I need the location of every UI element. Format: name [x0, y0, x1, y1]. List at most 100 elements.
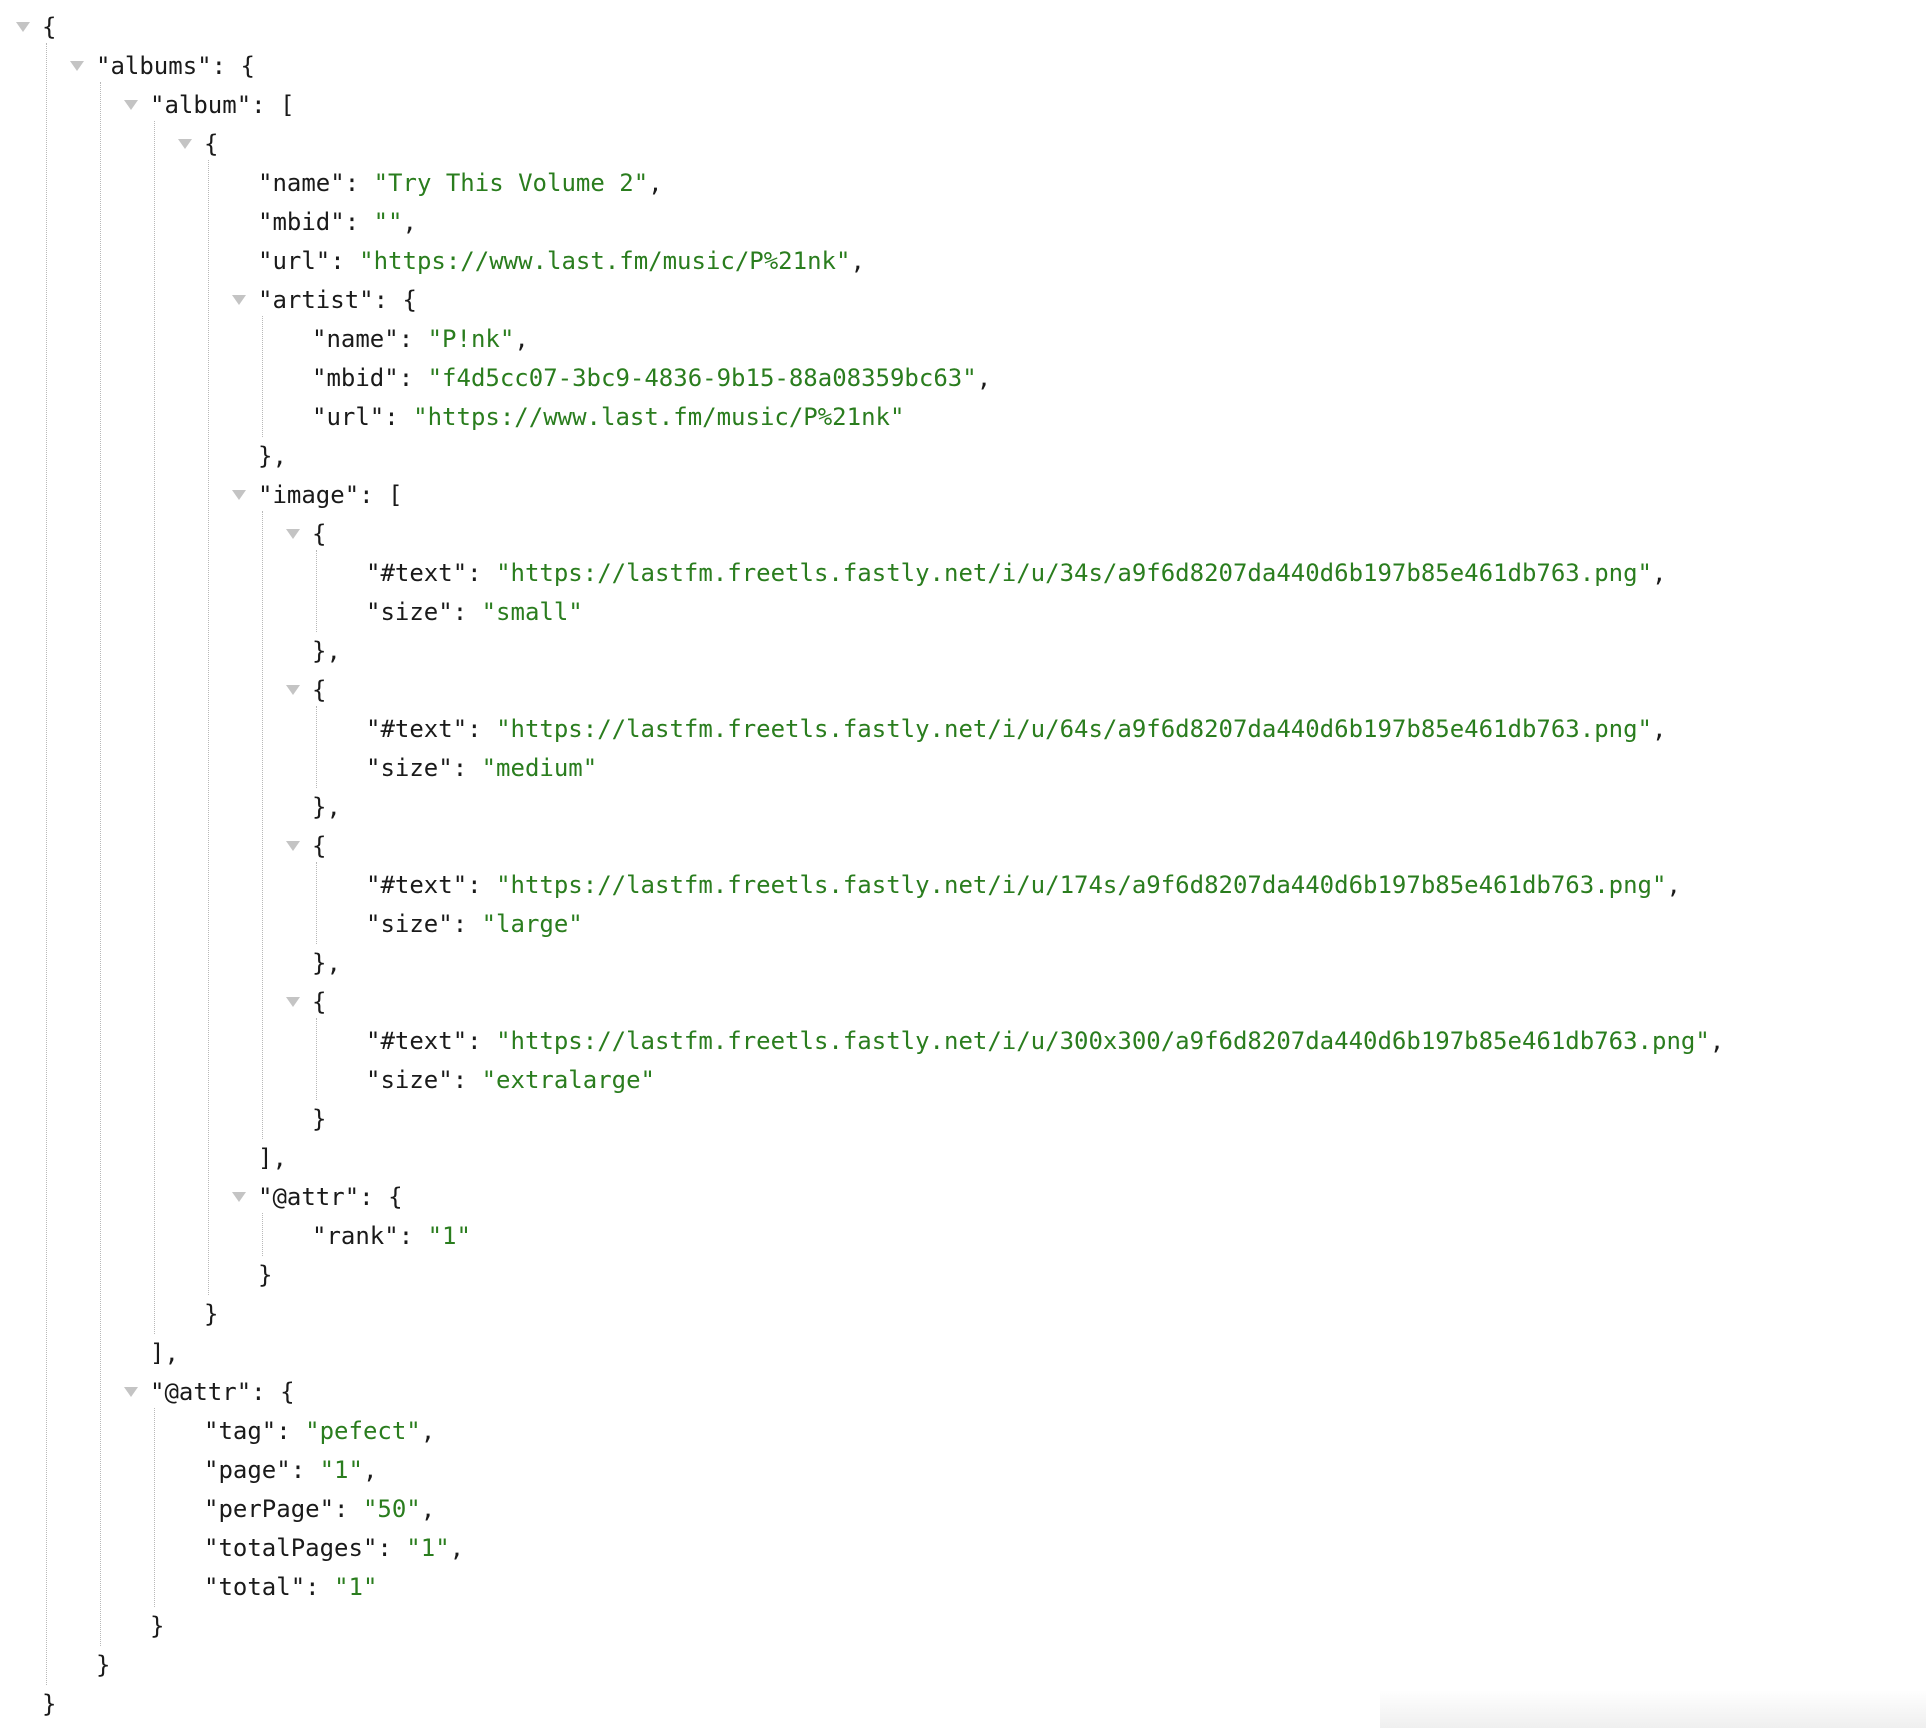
- json-separator: :: [377, 1534, 407, 1562]
- json-separator: :: [398, 364, 428, 392]
- json-separator: :: [452, 754, 482, 782]
- indent-guide: [46, 43, 47, 1685]
- collapse-toggle-icon[interactable]: [232, 295, 246, 305]
- json-line: "mbid": "f4d5cc07-3bc9-4836-9b15-88a0835…: [312, 359, 991, 398]
- json-separator: :: [359, 1183, 389, 1211]
- indent-guide: [316, 706, 317, 788]
- json-string-value: "pefect": [305, 1417, 421, 1445]
- json-punctuation: [: [388, 481, 403, 509]
- json-string-value: "50": [362, 1495, 421, 1523]
- json-line: "url": "https://www.last.fm/music/P%21nk…: [258, 242, 865, 281]
- json-key: "name": [312, 325, 399, 353]
- json-separator: :: [373, 286, 403, 314]
- json-line: {: [286, 515, 326, 554]
- json-string-value: "f4d5cc07-3bc9-4836-9b15-88a08359bc63": [427, 364, 977, 392]
- json-line: "size": "extralarge": [366, 1061, 655, 1100]
- json-punctuation: {: [402, 286, 417, 314]
- json-separator: :: [305, 1573, 335, 1601]
- json-line: "url": "https://www.last.fm/music/P%21nk…: [312, 398, 904, 437]
- json-punctuation: {: [388, 1183, 403, 1211]
- json-separator: :: [251, 1378, 281, 1406]
- json-separator: :: [398, 1222, 428, 1250]
- collapse-toggle-icon[interactable]: [124, 1387, 138, 1397]
- collapse-toggle-icon[interactable]: [286, 529, 300, 539]
- json-line: }: [42, 1685, 56, 1724]
- json-key: "url": [312, 403, 385, 431]
- json-line: "totalPages": "1",: [204, 1529, 464, 1568]
- json-line: "artist": {: [232, 281, 417, 320]
- indent-guide: [154, 1408, 155, 1607]
- indent-guide: [262, 511, 263, 1139]
- json-string-value: "1": [334, 1573, 378, 1601]
- collapse-toggle-icon[interactable]: [286, 841, 300, 851]
- collapse-toggle-icon[interactable]: [124, 100, 138, 110]
- json-line: },: [312, 632, 341, 671]
- json-punctuation: ,: [850, 247, 865, 275]
- json-line: "mbid": "",: [258, 203, 417, 242]
- json-line: {: [286, 671, 327, 710]
- indent-guide: [316, 862, 317, 944]
- json-string-value: "https://lastfm.freetls.fastly.net/i/u/3…: [496, 1027, 1710, 1055]
- json-key: "album": [150, 91, 252, 119]
- collapse-toggle-icon[interactable]: [286, 685, 300, 695]
- json-separator: :: [452, 598, 482, 626]
- json-key: "mbid": [312, 364, 399, 392]
- json-key: "tag": [204, 1417, 277, 1445]
- json-punctuation: ,: [1652, 559, 1667, 587]
- json-string-value: "https://lastfm.freetls.fastly.net/i/u/1…: [496, 871, 1667, 899]
- json-punctuation: }: [150, 1612, 165, 1640]
- json-string-value: "small": [481, 598, 583, 626]
- json-punctuation: },: [258, 442, 287, 470]
- json-key: "#text": [366, 1027, 468, 1055]
- json-line: ],: [258, 1139, 287, 1178]
- json-string-value: "https://lastfm.freetls.fastly.net/i/u/3…: [496, 559, 1652, 587]
- bottom-shade: [1380, 1690, 1926, 1728]
- collapse-toggle-icon[interactable]: [178, 139, 192, 149]
- json-line: }: [96, 1646, 110, 1685]
- json-key: "perPage": [204, 1495, 335, 1523]
- json-key: "size": [366, 754, 453, 782]
- json-line: "size": "small": [366, 593, 583, 632]
- collapse-toggle-icon[interactable]: [232, 490, 246, 500]
- json-line: },: [312, 788, 341, 827]
- json-line: "size": "medium": [366, 749, 597, 788]
- json-key: "totalPages": [204, 1534, 378, 1562]
- json-string-value: "medium": [481, 754, 598, 782]
- json-string-value: "https://lastfm.freetls.fastly.net/i/u/6…: [496, 715, 1652, 743]
- json-key: "albums": [96, 52, 212, 80]
- json-key: "rank": [312, 1222, 399, 1250]
- collapse-toggle-icon[interactable]: [70, 61, 84, 71]
- json-line: "#text": "https://lastfm.freetls.fastly.…: [366, 866, 1681, 905]
- json-punctuation: }: [96, 1651, 111, 1679]
- json-separator: :: [467, 559, 497, 587]
- json-separator: :: [251, 91, 281, 119]
- json-key: "artist": [258, 286, 374, 314]
- json-separator: :: [467, 1027, 497, 1055]
- json-line: "#text": "https://lastfm.freetls.fastly.…: [366, 710, 1666, 749]
- json-string-value: "P!nk": [427, 325, 515, 353]
- json-line: "tag": "pefect",: [204, 1412, 435, 1451]
- json-line: "rank": "1": [312, 1217, 471, 1256]
- json-separator: :: [290, 1456, 320, 1484]
- indent-guide: [262, 1213, 263, 1256]
- collapse-toggle-icon[interactable]: [16, 22, 30, 32]
- json-line: "@attr": {: [232, 1178, 403, 1217]
- json-punctuation: ,: [1709, 1027, 1725, 1055]
- collapse-toggle-icon[interactable]: [232, 1192, 246, 1202]
- json-separator: :: [359, 481, 389, 509]
- json-separator: :: [276, 1417, 306, 1445]
- json-punctuation: },: [312, 949, 341, 977]
- json-line: {: [286, 983, 326, 1022]
- json-line: "#text": "https://lastfm.freetls.fastly.…: [366, 1022, 1724, 1061]
- json-punctuation: {: [280, 1378, 295, 1406]
- json-punctuation: {: [312, 676, 327, 704]
- json-punctuation: {: [42, 13, 57, 41]
- json-string-value: "Try This Volume 2": [373, 169, 649, 197]
- json-punctuation: ,: [1652, 715, 1667, 743]
- indent-guide: [262, 316, 263, 437]
- json-separator: :: [334, 1495, 363, 1523]
- json-separator: :: [344, 169, 374, 197]
- json-line: "perPage": "50",: [204, 1490, 435, 1529]
- json-line: }: [204, 1295, 218, 1334]
- collapse-toggle-icon[interactable]: [286, 997, 300, 1007]
